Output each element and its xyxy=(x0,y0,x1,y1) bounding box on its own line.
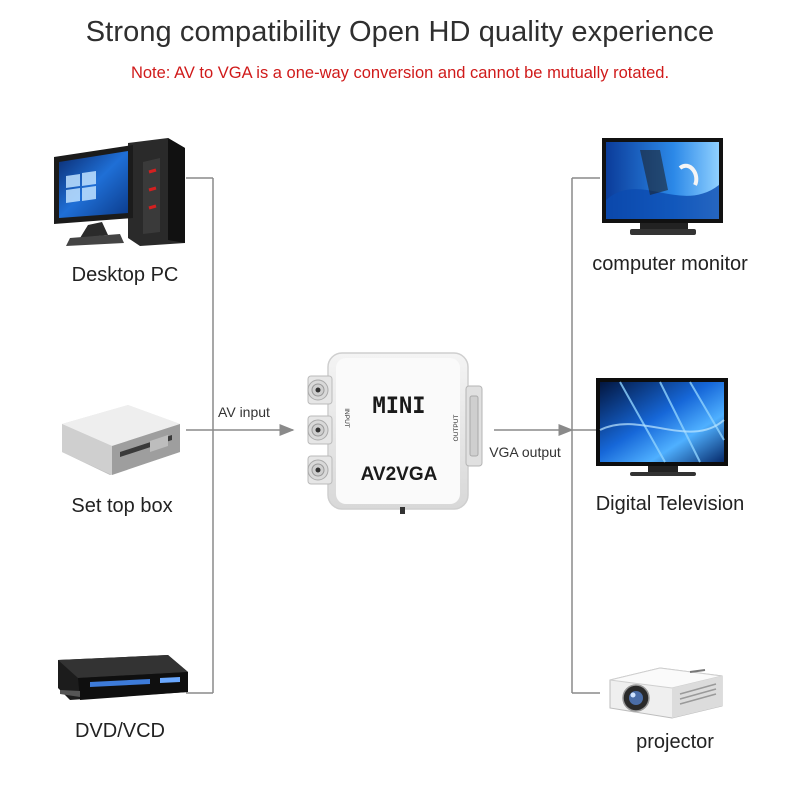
device-input-port-label: INPUT xyxy=(343,408,350,428)
computer-monitor-icon xyxy=(602,138,723,235)
television-icon xyxy=(596,378,728,476)
page-title: Strong compatibility Open HD quality exp… xyxy=(85,16,715,48)
source-label-dvd-vcd: DVD/VCD xyxy=(75,720,165,742)
source-label-desktop-pc: Desktop PC xyxy=(72,264,179,286)
output-label-computer-monitor: computer monitor xyxy=(592,253,748,275)
rca-jack-bottom xyxy=(307,455,333,485)
source-label-set-top-box: Set top box xyxy=(71,495,172,517)
rca-jack-middle xyxy=(307,415,333,445)
av2vga-converter: MINI AV2VGA INPUT OUTPUT xyxy=(307,352,483,514)
device-model-label: AV2VGA xyxy=(361,464,438,485)
left-connector-bracket xyxy=(186,177,214,694)
desktop-pc-icon xyxy=(54,138,185,246)
projector-icon xyxy=(609,667,723,719)
av-input-label: AV input xyxy=(218,404,270,420)
right-connector-bracket xyxy=(571,177,600,694)
warning-note: Note: AV to VGA is a one-way conversion … xyxy=(130,64,670,82)
output-label-projector: projector xyxy=(636,731,714,753)
set-top-box-icon xyxy=(62,405,180,475)
device-output-port-label: OUTPUT xyxy=(453,415,460,442)
rca-jack-top xyxy=(307,375,333,405)
dvd-player-icon xyxy=(58,655,188,700)
output-label-digital-television: Digital Television xyxy=(596,493,745,515)
vga-port xyxy=(465,385,483,467)
device-brand-label: MINI xyxy=(373,394,426,419)
vga-output-label: VGA output xyxy=(489,444,561,460)
